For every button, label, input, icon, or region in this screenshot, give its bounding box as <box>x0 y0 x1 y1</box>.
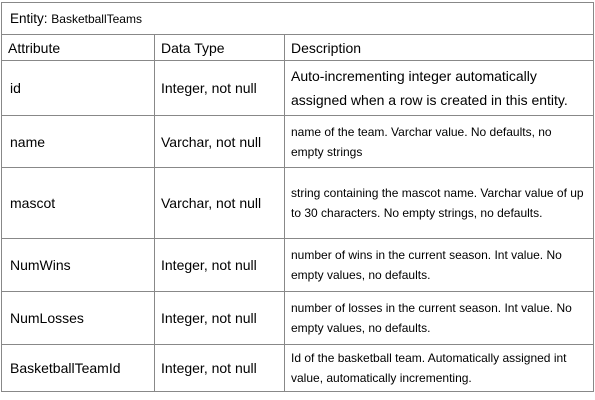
table-row: NumLosses Integer, not null number of lo… <box>1 291 595 345</box>
description-cell: Auto-incrementing integer automatically … <box>283 60 595 116</box>
header-attribute: Attribute <box>1 34 155 61</box>
entity-title-row: Entity: BasketballTeams <box>0 2 595 35</box>
entity-table: Entity: BasketballTeams Attribute Data T… <box>0 2 595 392</box>
data-type-cell: Integer, not null <box>154 238 285 292</box>
attribute-cell: NumLosses <box>1 291 155 345</box>
header-data-type: Data Type <box>154 34 285 61</box>
table-row: id Integer, not null Auto-incrementing i… <box>1 60 595 116</box>
attribute-cell: name <box>1 115 155 168</box>
attribute-cell: NumWins <box>1 238 155 292</box>
header-description: Description <box>283 34 595 61</box>
data-type-cell: Varchar, not null <box>154 167 285 239</box>
data-type-cell: Integer, not null <box>154 344 285 392</box>
entity-name: BasketballTeams <box>51 12 142 26</box>
attribute-cell: mascot <box>1 167 155 239</box>
description-cell: name of the team. Varchar value. No defa… <box>283 115 595 168</box>
table-row: mascot Varchar, not null string containi… <box>1 167 595 239</box>
table-row: name Varchar, not null name of the team.… <box>1 115 595 168</box>
attribute-cell: BasketballTeamId <box>1 344 155 392</box>
entity-label: Entity: <box>10 11 52 26</box>
table-row: NumWins Integer, not null number of wins… <box>1 238 595 292</box>
description-cell: number of wins in the current season. In… <box>283 238 595 292</box>
description-cell: Id of the basketball team. Automatically… <box>283 344 595 392</box>
data-type-cell: Integer, not null <box>154 291 285 345</box>
description-cell: number of losses in the current season. … <box>283 291 595 345</box>
data-type-cell: Varchar, not null <box>154 115 285 168</box>
attribute-cell: id <box>1 60 155 116</box>
entity-title: Entity: BasketballTeams <box>0 2 595 35</box>
description-cell: string containing the mascot name. Varch… <box>283 167 595 239</box>
data-type-cell: Integer, not null <box>154 60 285 116</box>
header-row: Attribute Data Type Description <box>1 34 595 61</box>
table-row: BasketballTeamId Integer, not null Id of… <box>1 344 595 392</box>
